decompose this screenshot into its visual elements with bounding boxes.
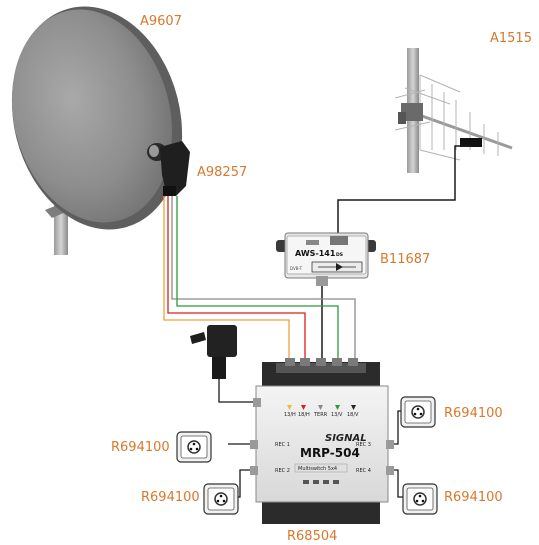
wall-socket-icon [203,483,239,515]
amplifier-label: B11687 [380,252,430,267]
cable-green [176,196,339,365]
multiswitch-model: MRP-504 [300,446,360,460]
output-label-1: REC 1 [275,442,290,448]
multiswitch-subtitle: Multiswitch 5x4 [298,466,337,472]
multiswitch-icon: 13/H 18/H TERR 13/V 18/V SIGNAL MRP-504 … [250,358,394,524]
amplifier-model: AWS-141 [295,249,336,258]
multiswitch-label: R68504 [287,529,337,544]
dish-label: A9607 [140,14,182,29]
multiswitch-brand: SIGNAL [325,433,367,444]
socket-label-right-bottom: R694100 [444,490,503,505]
wall-socket-icon [176,431,212,463]
input-label-2: 18/H [298,412,310,418]
socket-label-left-top: R694100 [111,440,170,455]
cable-red [167,196,306,365]
output-label-2: REC 2 [275,468,290,474]
cable-antenna [337,145,471,238]
output-label-4: REC 4 [356,468,371,474]
output-label-3: REC 3 [356,442,371,448]
cable-rec-4 [394,469,403,498]
lnb-icon [160,141,190,196]
amplifier-model-suffix: DS [336,252,343,258]
socket-label-left-bottom: R694100 [141,490,200,505]
antenna-label: A1515 [490,31,532,46]
cable-orange [163,196,290,365]
input-label-5: 18/V [347,412,359,418]
lnb-label: A98257 [197,165,247,180]
cable-gray [171,196,356,365]
terrestrial-antenna-icon [394,48,513,173]
amplifier-icon: AWS-141 DS DVB-T [276,232,376,286]
power-adapter-icon [190,325,258,403]
input-label-4: 13/V [331,412,343,418]
input-label-3: TERR [313,412,328,418]
amplifier-badge: DVB-T [290,266,303,271]
input-label-1: 13/H [284,412,296,418]
wall-socket-icon [402,483,438,515]
wall-socket-icon [400,396,436,428]
socket-label-right-top: R694100 [444,406,503,421]
satellite-dish-icon [11,6,183,255]
